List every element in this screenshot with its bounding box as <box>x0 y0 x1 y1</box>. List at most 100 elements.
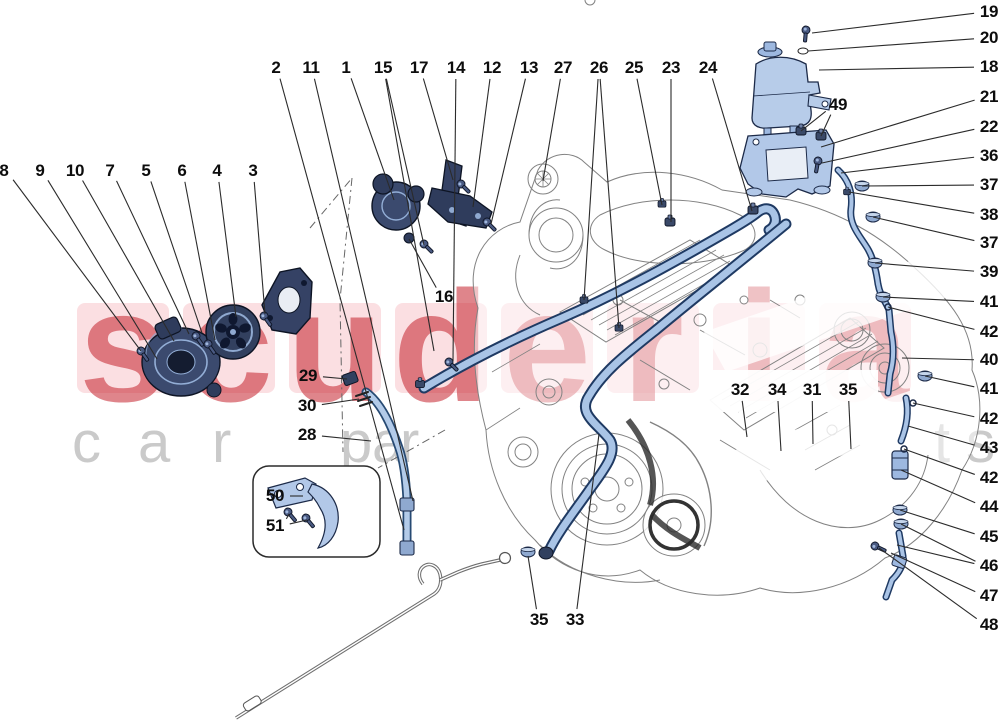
pump-brackets <box>427 159 493 229</box>
steel-pipe <box>235 551 512 720</box>
leader-line-11 <box>313 78 414 502</box>
part-callout-35: 35 <box>838 380 858 399</box>
leader-line-51 <box>285 513 290 520</box>
leader-line-49 <box>800 110 827 132</box>
part-callout-34: 34 <box>767 380 787 399</box>
leader-line-5 <box>150 181 203 334</box>
leader-line-24 <box>711 78 753 212</box>
part-callout-45: 45 <box>979 527 999 546</box>
leader-line-20 <box>807 38 975 52</box>
leader-line-36 <box>840 156 975 174</box>
part-callout-42c: 42 <box>979 468 999 487</box>
watermark-sub-letter: r <box>212 410 232 475</box>
part-callout-21: 21 <box>979 87 999 106</box>
part-callout-47: 47 <box>979 586 999 605</box>
part-callout-14: 14 <box>446 58 466 77</box>
leader-line-19 <box>811 12 975 34</box>
part-callout-37b: 37 <box>979 233 999 252</box>
leader-line-10 <box>82 180 175 342</box>
leader-line-8 <box>12 179 142 352</box>
part-callout-1: 1 <box>341 58 351 77</box>
part-callout-3: 3 <box>248 161 258 180</box>
part-callout-4: 4 <box>212 161 222 180</box>
part-callout-9: 9 <box>35 161 45 180</box>
leader-line-45 <box>899 509 975 535</box>
leader-line-28 <box>321 435 372 442</box>
part-callout-2: 2 <box>271 58 281 77</box>
watermark-sub-letter: p <box>340 410 373 475</box>
part-callout-44: 44 <box>979 497 999 516</box>
leader-line-33 <box>576 433 600 610</box>
part-callout-41b: 41 <box>979 379 999 398</box>
leader-line-42 <box>887 306 975 330</box>
leader-line-3 <box>253 181 266 315</box>
part-callout-39: 39 <box>979 262 999 281</box>
leader-line-26 <box>583 78 599 301</box>
leader-line-21 <box>820 99 975 148</box>
part-callout-29: 29 <box>298 366 318 385</box>
leader-line-12 <box>472 78 491 208</box>
leader-line-15 <box>385 78 435 352</box>
white-highlight-swaths <box>700 252 962 496</box>
leader-line-48 <box>878 547 978 620</box>
leader-line-4 <box>218 181 237 318</box>
leader-line-16 <box>408 238 437 288</box>
leader-line-15 <box>385 78 425 246</box>
part-callout-32: 32 <box>730 380 750 399</box>
leader-line-46 <box>900 523 976 562</box>
leader-line-26 <box>599 78 620 329</box>
part-callout-22: 22 <box>979 117 999 136</box>
part-callout-17: 17 <box>409 58 429 77</box>
leader-line-2 <box>279 78 405 531</box>
clips-and-clamps <box>415 123 933 558</box>
leader-line-39 <box>874 262 975 272</box>
part-callout-41: 41 <box>979 292 999 311</box>
leader-line-51 <box>289 519 308 525</box>
leader-line-49 <box>820 114 832 137</box>
part-callout-37: 37 <box>979 175 999 194</box>
leader-line-46 <box>896 544 975 565</box>
leader-line-31 <box>811 400 814 445</box>
leader-line-40 <box>901 357 975 361</box>
leader-line-7 <box>116 180 190 335</box>
part-callout-15: 15 <box>373 58 393 77</box>
leader-line-37 <box>861 184 975 187</box>
leader-line-41b <box>924 375 975 388</box>
leader-line-14 <box>452 78 457 362</box>
part-callout-27: 27 <box>553 58 573 77</box>
part-callout-40: 40 <box>979 350 999 369</box>
part-callout-10: 10 <box>65 161 85 180</box>
part-callout-5: 5 <box>141 161 151 180</box>
part-callout-46: 46 <box>979 556 999 575</box>
part-callout-51: 51 <box>265 516 285 535</box>
leader-line-43 <box>907 425 975 446</box>
fluid-reservoir <box>751 41 832 141</box>
part-callout-11: 11 <box>302 58 320 77</box>
part-callout-20: 20 <box>979 28 999 47</box>
leader-line-1 <box>350 78 395 201</box>
pump-bracket <box>261 267 313 335</box>
part-callout-31: 31 <box>802 380 822 399</box>
part-callout-13: 13 <box>519 58 539 77</box>
leader-line-35 <box>848 400 852 450</box>
watermark-sub-letter: a <box>138 410 171 475</box>
pump-pulley <box>205 304 261 360</box>
leader-line-41 <box>882 296 975 303</box>
leader-line-30 <box>321 398 360 406</box>
part-callout-42b: 42 <box>979 409 999 428</box>
leader-line-37b <box>872 216 975 242</box>
leader-line-38 <box>848 191 975 214</box>
leader-line-47 <box>890 552 976 593</box>
part-callout-35b: 35 <box>529 610 549 629</box>
part-callout-36: 36 <box>979 146 999 165</box>
part-callout-28: 28 <box>297 425 317 444</box>
part-callout-26: 26 <box>589 58 609 77</box>
leader-line-17 <box>422 78 454 181</box>
part-callout-25: 25 <box>624 58 644 77</box>
part-callout-30: 30 <box>297 396 317 415</box>
part-callout-49: 49 <box>828 95 848 114</box>
